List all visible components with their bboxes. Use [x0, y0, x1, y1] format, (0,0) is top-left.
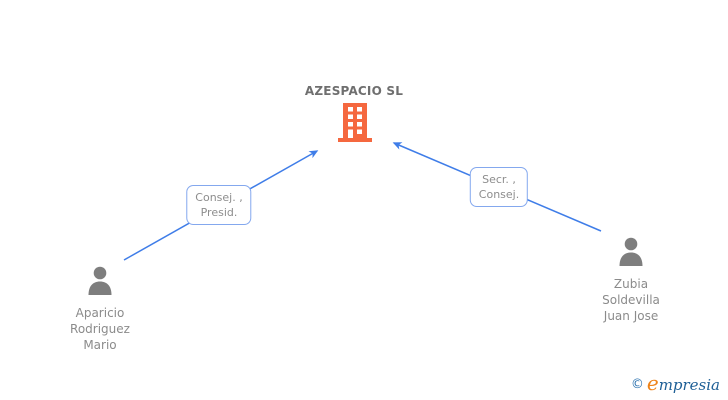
person-icon — [619, 237, 643, 266]
person-node-aparicio[interactable]: Aparicio Rodriguez Mario — [30, 266, 170, 353]
person-name-line: Juan Jose — [603, 309, 659, 323]
company-name: AZESPACIO SL — [304, 84, 404, 98]
relation-label-line: Secr. , — [482, 173, 516, 186]
empresia-logo[interactable]: ©empresia — [631, 371, 720, 395]
logo-brand-e: e — [646, 371, 659, 395]
relation-label-consej-presid[interactable]: Consej. , Presid. — [186, 185, 252, 225]
building-icon[interactable] — [338, 103, 372, 142]
person-name-line: Zubia — [613, 277, 649, 291]
copyright-icon: © — [630, 377, 644, 392]
logo-brand-rest: mpresia — [658, 376, 720, 394]
person-name-line: Mario — [83, 338, 117, 352]
person-name: Zubia Soldevilla Juan Jose — [561, 276, 701, 324]
person-name-line: Rodriguez — [70, 322, 130, 336]
relation-label-line: Consej. , — [195, 191, 243, 204]
person-name-line: Soldevilla — [602, 293, 660, 307]
person-icon — [88, 266, 112, 295]
relation-label-line: Consej. — [478, 188, 520, 201]
person-name: Aparicio Rodriguez Mario — [30, 305, 170, 353]
person-node-zubia[interactable]: Zubia Soldevilla Juan Jose — [561, 237, 701, 324]
relation-label-secr-consej[interactable]: Secr. , Consej. — [469, 167, 529, 207]
person-name-line: Aparicio — [75, 306, 125, 320]
relation-label-line: Presid. — [200, 206, 238, 219]
